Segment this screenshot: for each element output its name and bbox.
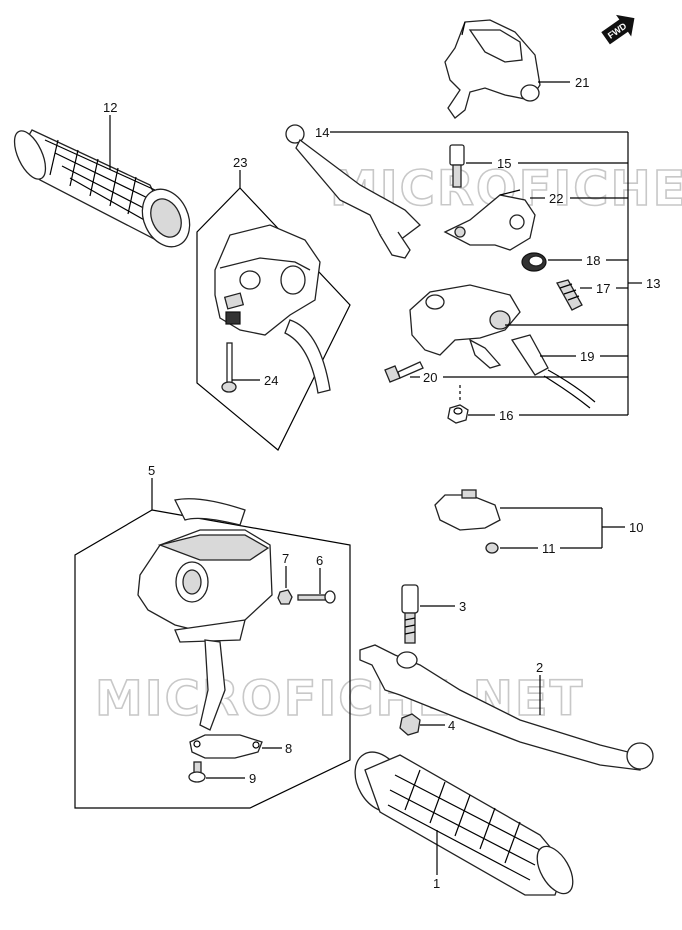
- callout-22: 22: [549, 191, 563, 206]
- part-8-plate[interactable]: [189, 734, 263, 759]
- part-21-housing-cover[interactable]: [444, 19, 541, 119]
- part-6-screw[interactable]: [297, 590, 336, 604]
- part-7-nut[interactable]: [277, 589, 293, 605]
- callout-13: 13: [646, 276, 660, 291]
- part-9-screw[interactable]: [188, 761, 206, 783]
- callout-8: 8: [285, 741, 292, 756]
- callout-20: 20: [423, 370, 437, 385]
- callout-14: 14: [315, 125, 329, 140]
- callout-2: 2: [536, 660, 543, 675]
- forward-arrow-icon: FWD: [601, 14, 635, 45]
- callout-23: 23: [233, 155, 247, 170]
- part-17-adjuster-bolt[interactable]: [556, 279, 583, 311]
- part-24-screw[interactable]: [221, 342, 237, 393]
- part-19-switch[interactable]: [510, 334, 596, 409]
- part-18-adjuster-nut[interactable]: [521, 252, 547, 272]
- callout-18: 18: [586, 253, 600, 268]
- part-15-bolt[interactable]: [449, 144, 465, 188]
- part-23-group-outline: [196, 187, 351, 451]
- callout-24: 24: [264, 373, 278, 388]
- part-10-switch[interactable]: [434, 489, 501, 531]
- part-14-clutch-lever[interactable]: [285, 124, 421, 259]
- callout-5: 5: [148, 463, 155, 478]
- callout-21: 21: [575, 75, 589, 90]
- callout-12: 12: [103, 100, 117, 115]
- part-5-switch-housing[interactable]: [137, 498, 273, 731]
- callout-7: 7: [282, 551, 289, 566]
- callout-10: 10: [629, 520, 643, 535]
- callout-4: 4: [448, 718, 455, 733]
- callout-3: 3: [459, 599, 466, 614]
- callout-6: 6: [316, 553, 323, 568]
- part-2-brake-lever[interactable]: [359, 644, 654, 771]
- part-5-group-outline: [74, 509, 351, 809]
- callout-19: 19: [580, 349, 594, 364]
- part-11-screw[interactable]: [485, 542, 499, 554]
- callout-16: 16: [499, 408, 513, 423]
- part-16-nut[interactable]: [447, 404, 469, 424]
- callout-15: 15: [497, 156, 511, 171]
- callout-9: 9: [249, 771, 256, 786]
- callout-11: 11: [542, 541, 556, 556]
- part-23-switch-assembly[interactable]: [214, 224, 331, 394]
- part-12-left-grip[interactable]: [8, 126, 198, 254]
- part-4-nut[interactable]: [399, 713, 421, 736]
- part-1-right-grip[interactable]: [345, 743, 580, 899]
- callout-1: 1: [433, 876, 440, 891]
- part-3-pivot-bolt[interactable]: [401, 584, 419, 644]
- part-13-lever-holder[interactable]: [409, 284, 521, 369]
- part-20-bolt[interactable]: [384, 361, 424, 383]
- callout-17: 17: [596, 281, 610, 296]
- part-22-bracket[interactable]: [443, 189, 536, 251]
